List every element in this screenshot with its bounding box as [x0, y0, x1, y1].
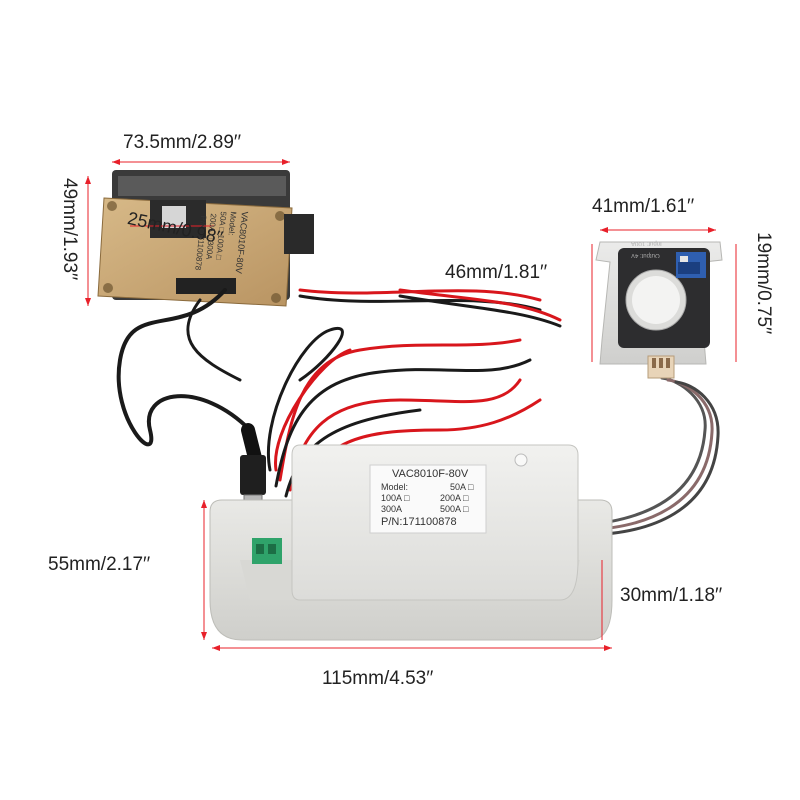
box-label-opt-50: 50A □ — [450, 482, 474, 492]
dimension-sensor-width: 41mm/1.61′′ — [592, 196, 695, 217]
box-label-opt-500: 500A □ — [440, 504, 469, 514]
box-label-pn: P/N:171100878 — [381, 516, 457, 528]
box-label-opt-300: 300A — [381, 504, 403, 514]
box-label-opt-100: 100A □ — [381, 493, 410, 503]
dimension-box-width: 115mm/4.53′′ — [322, 668, 434, 689]
dimension-display-width: 73.5mm/2.89′′ — [123, 132, 242, 153]
sensor-label-line2: Output: 4V — [631, 252, 660, 258]
box-label-model: VAC8010F-80V — [392, 468, 469, 480]
display-module — [97, 170, 314, 307]
dimension-sensor-depth: 19mm/0.75′′ — [753, 232, 774, 335]
dimension-box-depth: 30mm/1.18′′ — [620, 585, 723, 606]
box-label-opt-200: 200A □ — [440, 493, 469, 503]
dimension-lines — [87, 161, 737, 649]
sensor-label-line1: Input: 100A — [631, 240, 662, 246]
main-enclosure — [209, 444, 613, 641]
dimension-display-height: 49mm/1.93′′ — [59, 178, 80, 281]
current-sensor — [595, 241, 723, 379]
dimension-box-height: 55mm/2.17′′ — [48, 554, 151, 575]
dimension-sensor-height: 46mm/1.81′′ — [445, 262, 548, 283]
dimension-arrows — [85, 159, 716, 651]
box-label-model-key: Model: — [381, 482, 409, 492]
